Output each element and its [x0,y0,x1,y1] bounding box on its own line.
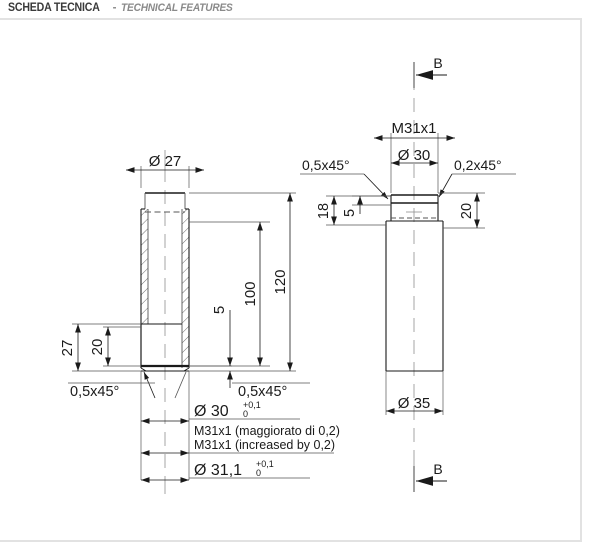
right-chamfer-left-leader [363,173,389,200]
right-chamfer-right-label: 0,2x45° [454,157,502,173]
right-chamfer-left-label: 0,5x45° [302,157,350,173]
right-chamfer-right-leader [438,173,453,198]
left-view-group: Ø 27 120 100 5 27 [59,150,340,494]
left-bore-large-tol-upper: +0,1 [256,459,274,469]
right-body-diameter-label: Ø 35 [398,395,431,412]
left-chamfer-leader-right [174,371,187,399]
left-wall-hatch-lower [141,324,148,368]
left-bore-large-tol-lower: 0 [256,468,261,478]
left-chamfer-leader-left [143,371,156,399]
left-dim-head-inner-label: 20 [89,339,106,356]
right-dim18-label: 18 [316,203,332,219]
left-dim-small-step-label: 5 [211,306,228,314]
right-section-marker-bottom: B [433,461,442,477]
left-chamfer-bottom-right [183,367,190,372]
right-wall-hatch [182,209,189,368]
page-frame-border [0,18,582,542]
right-section-marker-top: B [433,55,442,71]
left-chamfer-right-label: 0,5x45° [238,384,287,400]
left-dim-shoulder-length-label: 100 [242,281,259,306]
left-thread-note-italian: M31x1 (maggiorato di 0,2) [194,424,340,438]
right-head-diameter-label: Ø 30 [398,147,431,164]
left-dim-total-length-label: 120 [272,269,289,294]
right-thread-spec-label: M31x1 [391,120,436,137]
left-bore-small-label: Ø 30 [194,403,229,420]
page-title-italian: SCHEDA TECNICA [8,2,100,14]
left-bore-small-tol-upper: +0,1 [243,400,261,410]
left-thread-note-english: M31x1 (increased by 0,2) [194,438,335,452]
left-chamfer-bottom-left [140,367,147,372]
left-bore-large-label: Ø 31,1 [194,462,242,479]
right-view-group: B B [300,55,516,492]
title-separator: - [112,2,117,14]
right-dim5-label: 5 [342,209,358,217]
left-bore-small-tol-lower: 0 [243,409,248,419]
left-wall-hatch [141,209,148,324]
left-dim-outer-diameter-label: Ø 27 [149,153,182,170]
left-dim-head-outer-label: 27 [59,340,76,357]
right-dim20-label: 20 [459,203,475,219]
page-title-english: TECHNICAL FEATURES [121,2,234,14]
left-chamfer-left-label: 0,5x45° [70,384,119,400]
page-header: SCHEDA TECNICA - TECHNICAL FEATURES [8,2,243,18]
